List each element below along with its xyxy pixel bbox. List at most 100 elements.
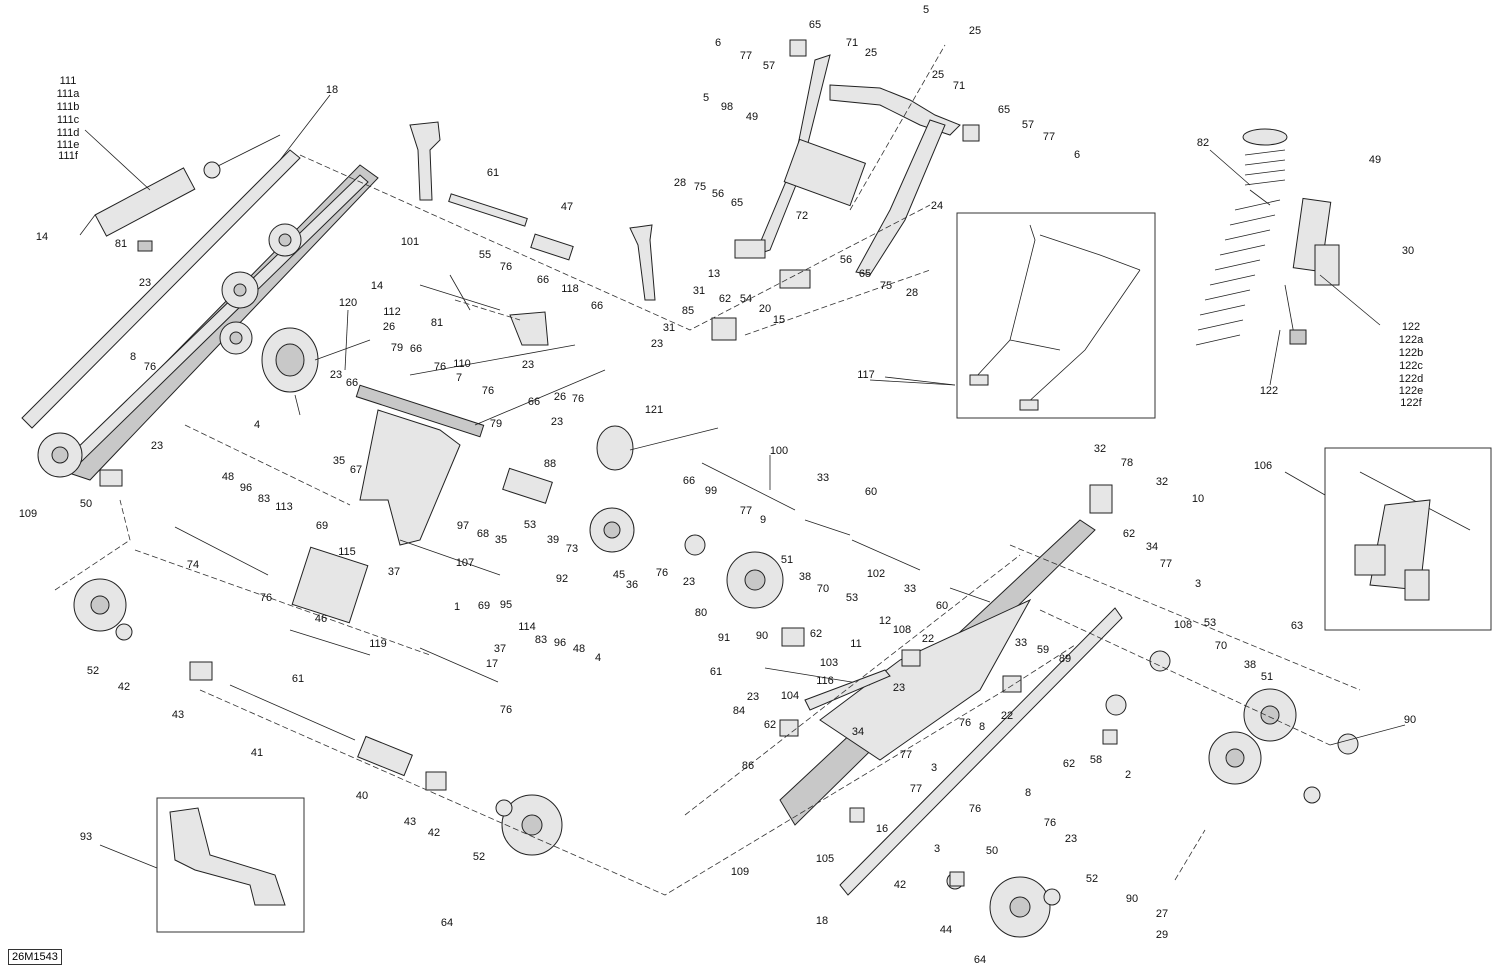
callout-15: 15 [773,314,785,326]
callout-84: 84 [733,705,745,717]
callout-23: 23 [139,277,151,289]
callout-3: 3 [934,843,940,855]
callout-52: 52 [87,665,99,677]
callout-88: 88 [544,458,556,470]
callout-38: 38 [1244,659,1256,671]
callout-81: 81 [115,238,127,250]
callout-93: 93 [80,831,92,843]
callout-64: 64 [441,917,453,929]
callout-42: 42 [428,827,440,839]
callout-122b: 122b [1399,347,1423,359]
callout-77: 77 [1160,558,1172,570]
callout-76: 76 [969,803,981,815]
callout-73: 73 [566,543,578,555]
callout-92: 92 [556,573,568,585]
callout-81: 81 [431,317,443,329]
callout-100: 100 [770,445,788,457]
callout-77: 77 [740,50,752,62]
callout-99: 99 [705,485,717,497]
callout-71: 71 [953,80,965,92]
callout-111f: 111f [58,150,79,162]
callout-103: 103 [820,657,838,669]
callout-2: 2 [1125,769,1131,781]
callout-77: 77 [910,783,922,795]
callout-90: 90 [756,630,768,642]
callout-49: 49 [1369,154,1381,166]
callout-122c: 122c [1399,360,1423,372]
callout-4: 4 [595,652,601,664]
callout-111: 111 [60,75,77,87]
callout-76: 76 [500,704,512,716]
callout-25: 25 [969,25,981,37]
callout-79: 79 [391,342,403,354]
callout-65: 65 [731,197,743,209]
callout-69: 69 [478,600,490,612]
callout-4: 4 [254,419,260,431]
callout-28: 28 [674,177,686,189]
callout-41: 41 [251,747,263,759]
callout-98: 98 [721,101,733,113]
callout-38: 38 [799,571,811,583]
callout-10: 10 [1192,493,1204,505]
callout-122a: 122a [1399,334,1424,346]
callout-72: 72 [796,210,808,222]
callout-122d: 122d [1399,373,1423,385]
callout-43: 43 [404,816,416,828]
callout-52: 52 [473,851,485,863]
callout-22: 22 [1001,710,1013,722]
callout-122: 122 [1260,385,1278,397]
callout-8: 8 [979,721,985,733]
callout-6: 6 [715,37,721,49]
callout-5: 5 [923,4,929,16]
callout-96: 96 [554,637,566,649]
callout-52: 52 [1086,873,1098,885]
front-arm-assembly [73,121,737,856]
callout-113: 113 [275,501,293,513]
callout-110: 110 [453,358,471,370]
callout-26: 26 [383,321,395,333]
callout-22: 22 [922,633,934,645]
callout-55: 55 [479,249,491,261]
callout-76: 76 [482,385,494,397]
callout-78: 78 [1121,457,1133,469]
callout-64: 64 [974,954,986,966]
callout-65: 65 [859,268,871,280]
callout-111a: 111a [57,88,81,100]
callout-14: 14 [371,280,383,292]
callout-57: 57 [1022,119,1034,131]
callout-90: 90 [1404,714,1416,726]
front-shock-absorber [94,134,281,252]
inset-106 [1324,447,1492,631]
callout-76: 76 [500,261,512,273]
callout-76: 76 [1044,817,1056,829]
callout-95: 95 [500,599,512,611]
callout-49: 49 [746,111,758,123]
callout-61: 61 [292,673,304,685]
callout-62: 62 [1063,758,1075,770]
callout-101: 101 [401,236,419,248]
left-rail-wheels [37,223,302,487]
callout-57: 57 [763,60,775,72]
rear-arm-assembly [734,39,980,289]
callout-37: 37 [388,566,400,578]
callout-26: 26 [554,391,566,403]
callout-23: 23 [551,416,563,428]
callout-32: 32 [1156,476,1168,488]
callout-37: 37 [494,643,506,655]
callout-79: 79 [490,418,502,430]
callout-40: 40 [356,790,368,802]
callout-33: 33 [1015,637,1027,649]
callout-27: 27 [1156,908,1168,920]
callout-66: 66 [346,377,358,389]
rear-torsion-spring-left [261,327,371,416]
callout-65: 65 [809,19,821,31]
callout-8: 8 [1025,787,1031,799]
callout-54: 54 [740,293,752,305]
callout-62: 62 [810,628,822,640]
callout-111d: 111d [57,127,80,139]
callout-111c: 111c [57,114,80,126]
callout-83: 83 [535,634,547,646]
callout-25: 25 [932,69,944,81]
assembly-dashed-lines [54,44,1361,896]
callout-47: 47 [561,201,573,213]
